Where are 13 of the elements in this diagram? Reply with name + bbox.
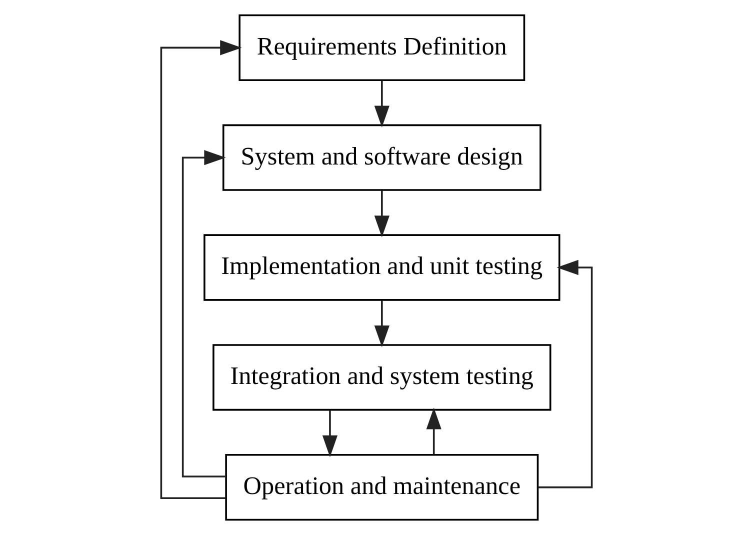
arrow [426, 408, 441, 454]
arrow [374, 190, 389, 238]
arrow [181, 150, 226, 478]
arrow [374, 80, 389, 128]
node-box: Implementation and unit testing [203, 234, 560, 301]
arrow [322, 410, 338, 458]
arrow [538, 260, 592, 488]
node-box: Integration and system testing [212, 344, 551, 411]
arrow [160, 40, 242, 499]
node-box: Requirements Definition [238, 14, 525, 82]
node-box: Operation and maintenance [224, 454, 538, 521]
node-box: System and software design [222, 124, 541, 191]
arrow [374, 300, 389, 348]
